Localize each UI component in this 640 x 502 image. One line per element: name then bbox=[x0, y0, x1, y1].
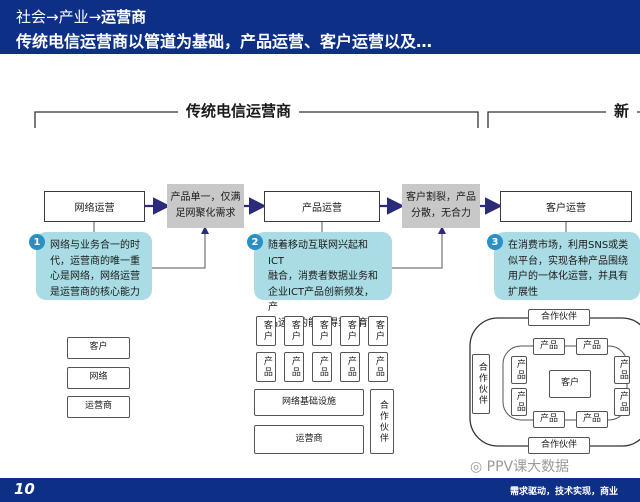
callout-3-badge: 3 bbox=[487, 234, 503, 250]
product-node: 产品 bbox=[614, 388, 630, 416]
client-cell: 客户 bbox=[284, 316, 304, 346]
stack-operator: 运营商 bbox=[67, 396, 130, 418]
watermark: ◎ PPV课大数据 bbox=[470, 456, 569, 476]
footer-slogan: 需求驱动，技术实现，商业 bbox=[510, 487, 619, 497]
product-cell: 产品 bbox=[284, 352, 304, 382]
operator-box: 运营商 bbox=[254, 425, 364, 454]
product-node: 产品 bbox=[614, 356, 630, 384]
client-cell: 客户 bbox=[312, 316, 332, 346]
wechat-icon: ◎ bbox=[470, 459, 483, 475]
product-node: 产品 bbox=[533, 411, 565, 428]
breadcrumb-current: 运营商 bbox=[101, 8, 147, 26]
watermark-text: PPV课大数据 bbox=[486, 459, 570, 475]
breadcrumb-prefix: 社会→产业→ bbox=[16, 8, 102, 26]
callout-1: 网络与业务合一的时 代，运营商的唯一重 心是网络，网络运营 是运营商的核心能力 bbox=[36, 232, 152, 300]
breadcrumb: 社会→产业→运营商 bbox=[16, 6, 146, 27]
callout-1-line: 网络与业务合一的时 bbox=[50, 240, 140, 251]
page-subtitle: 传统电信运营商以管道为基础，产品运营、客户运营以及… bbox=[16, 32, 433, 51]
client-cell: 客户 bbox=[368, 316, 388, 346]
product-cell: 产品 bbox=[368, 352, 388, 382]
header-bar bbox=[0, 0, 640, 54]
product-node: 产品 bbox=[533, 338, 565, 355]
center-client: 客户 bbox=[549, 370, 591, 398]
gap2-line1: 客户割裂，产品 bbox=[406, 192, 476, 203]
callout-3-line: 扩展性 bbox=[508, 286, 538, 298]
product-node: 产品 bbox=[576, 411, 608, 428]
product-cell: 产品 bbox=[256, 352, 276, 382]
section-title-traditional: 传统电信运营商 bbox=[178, 100, 300, 121]
callout-1-line: 心是网络，网络运营 bbox=[50, 271, 140, 282]
product-cell: 产品 bbox=[312, 352, 332, 382]
partner-box: 合作伙伴 bbox=[370, 389, 394, 454]
callout-2-badge: 2 bbox=[247, 234, 263, 250]
gap2-line2: 分散，无合力 bbox=[411, 208, 471, 219]
callout-1-line: 是运营商的核心能力 bbox=[50, 286, 140, 298]
callout-3-line: 用户的一体化运营，并具有 bbox=[508, 271, 628, 282]
product-ops-box: 产品运营 bbox=[264, 191, 380, 222]
product-node: 产品 bbox=[576, 338, 608, 355]
product-node: 产品 bbox=[511, 356, 527, 384]
callout-3-line: 似平台，实现各种产品围绕 bbox=[508, 255, 628, 267]
client-cell: 客户 bbox=[340, 316, 360, 346]
product-cell: 产品 bbox=[340, 352, 360, 382]
callout-2: 随着移动互联网兴起和ICT 融合，消费者数据业务和 企业ICT产品创新频发，产 … bbox=[254, 232, 392, 329]
gap-box-1: 产品单一，仅满足网聚化需求 bbox=[167, 184, 244, 228]
gap1-line1: 产品单一，仅满 bbox=[170, 192, 241, 203]
page-number: 10 bbox=[14, 480, 35, 498]
partner-top: 合作伙伴 bbox=[528, 309, 590, 326]
callout-1-line: 代，运营商的唯一重 bbox=[50, 255, 140, 267]
callout-2-line: 融合，消费者数据业务和 bbox=[268, 271, 378, 282]
callout-2-line: 随着移动互联网兴起和ICT bbox=[268, 240, 368, 267]
callout-3: 在消费市场，利用SNS或类 似平台，实现各种产品围绕 用户的一体化运营，并具有 … bbox=[494, 232, 640, 300]
callout-2-line: 企业ICT产品创新频发，产 bbox=[268, 286, 375, 314]
stack-network: 网络 bbox=[67, 367, 130, 389]
infrastructure-box: 网络基础设施 bbox=[254, 389, 364, 416]
callout-1-badge: 1 bbox=[29, 234, 45, 250]
partner-left: 合作伙伴 bbox=[472, 354, 490, 414]
stack-client: 客户 bbox=[67, 337, 130, 359]
client-cell: 客户 bbox=[256, 316, 276, 346]
network-ops-box: 网络运营 bbox=[44, 191, 145, 222]
footer-bar bbox=[0, 478, 640, 502]
product-node: 产品 bbox=[511, 388, 527, 416]
gap-box-2: 客户割裂，产品分散，无合力 bbox=[402, 184, 480, 228]
customer-ops-box: 客户运营 bbox=[500, 191, 632, 222]
partner-bottom: 合作伙伴 bbox=[528, 437, 590, 454]
callout-3-line: 在消费市场，利用SNS或类 bbox=[508, 240, 629, 251]
gap1-line2: 足网聚化需求 bbox=[175, 208, 236, 219]
section-title-new: 新 bbox=[606, 100, 638, 121]
bracket-new bbox=[487, 111, 640, 128]
